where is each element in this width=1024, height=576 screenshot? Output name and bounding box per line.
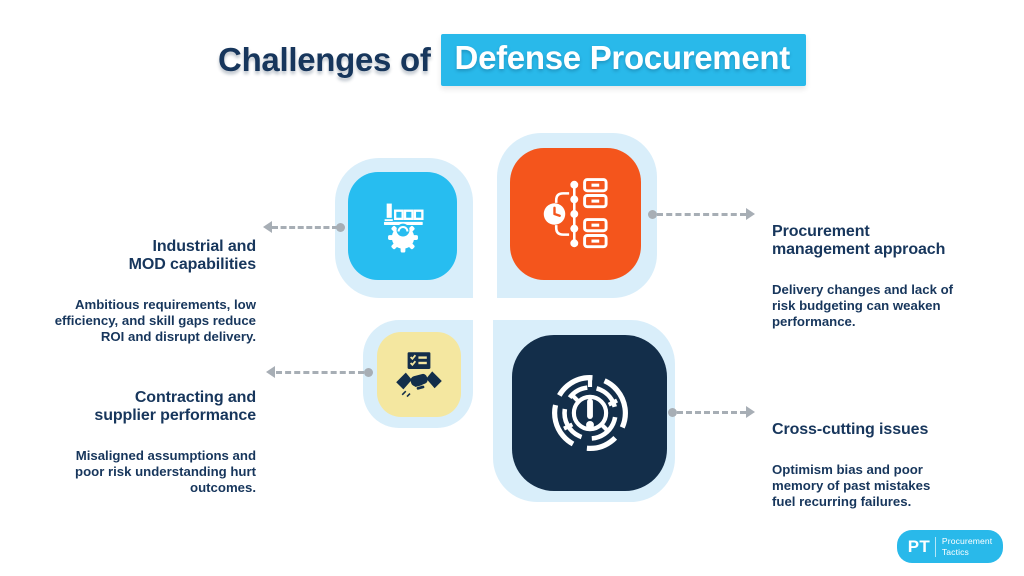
connector-arrowhead <box>266 366 275 378</box>
connector-arrowhead <box>746 208 755 220</box>
maze-alert-icon <box>551 375 628 451</box>
card-title: Cross-cutting issues <box>772 421 929 438</box>
tile-industrial <box>348 172 457 280</box>
connector-line <box>677 411 746 414</box>
connector-dot <box>364 368 373 377</box>
card-body: Misaligned assumptions and poor risk und… <box>75 448 256 495</box>
card-text-contracting: Contracting and supplier performance Mis… <box>30 371 256 514</box>
card-text-cross-cutting: Cross-cutting issues Optimism bias and p… <box>772 403 982 528</box>
card-body: Optimism bias and poor memory of past mi… <box>772 462 931 509</box>
connector-line <box>657 213 746 216</box>
connector-arrowhead <box>746 406 755 418</box>
card-title: Procurement management approach <box>772 223 946 259</box>
card-body: Ambitious requirements, low efficiency, … <box>54 297 256 344</box>
card-title: Contracting and supplier performance <box>94 389 256 425</box>
logo-name: Procurement Tactics <box>941 535 993 557</box>
card-title: Industrial and MOD capabilities <box>128 238 256 274</box>
connector-arrowhead <box>263 221 272 233</box>
connector-line <box>272 226 338 229</box>
logo-divider <box>934 536 936 557</box>
card-text-industrial: Industrial and MOD capabilities Ambitiou… <box>30 220 256 363</box>
logo-initials: PT <box>907 536 930 556</box>
tile-cross-cutting <box>512 335 667 491</box>
connector-dot <box>648 210 657 219</box>
title-highlight: Defense Procurement <box>440 34 806 86</box>
factory-gear-icon <box>383 203 424 253</box>
handshake-contract-icon <box>396 351 442 397</box>
connector-dot <box>668 408 677 417</box>
procurement-tactics-logo: PT Procurement Tactics <box>897 530 1003 563</box>
page-title: Challenges of Defense Procurement <box>0 34 1024 86</box>
card-body: Delivery changes and lack of risk budget… <box>772 282 954 329</box>
connector-dot <box>336 223 345 232</box>
tile-contracting <box>377 332 461 417</box>
card-text-management: Procurement management approach Delivery… <box>772 205 990 348</box>
title-prefix: Challenges of <box>218 41 431 78</box>
timeline-clock-icon <box>543 178 608 249</box>
tile-management <box>510 148 641 280</box>
connector-line <box>276 371 364 374</box>
